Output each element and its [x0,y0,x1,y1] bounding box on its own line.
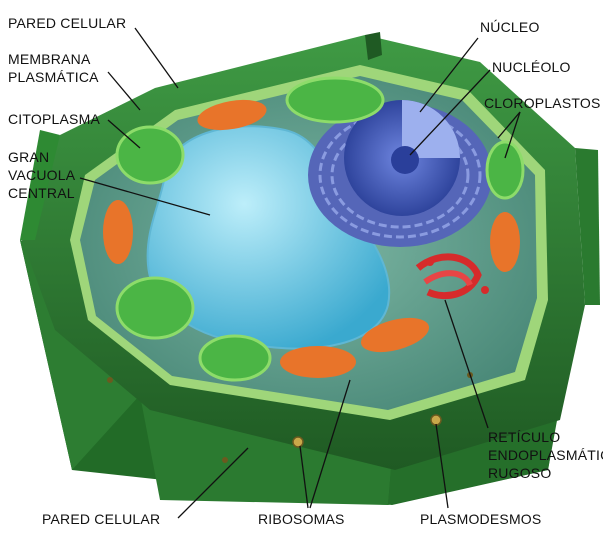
label-nucleo: NÚCLEO [480,19,540,35]
label-membrana-1: MEMBRANA [8,51,91,67]
label-pared-celular-bottom: PARED CELULAR [42,511,160,527]
label-plasmodesmos: PLASMODESMOS [420,511,541,527]
label-membrana-2: PLASMÁTICA [8,69,99,85]
label-ribosomas: RIBOSOMAS [258,511,345,527]
label-reticulo-3: RUGOSO [488,465,551,481]
label-reticulo-2: ENDOPLASMÁTICO [488,447,603,463]
label-vacuola-3: CENTRAL [8,185,75,201]
label-citoplasma: CITOPLASMA [8,111,100,127]
label-vacuola-1: GRAN [8,149,49,165]
label-cloroplastos: CLOROPLASTOS [484,95,601,111]
label-nucleolo: NUCLÉOLO [492,59,571,75]
label-pared-celular-top: PARED CELULAR [8,15,126,31]
label-reticulo-1: RETÍCULO [488,429,560,445]
label-vacuola-2: VACUOLA [8,167,76,183]
